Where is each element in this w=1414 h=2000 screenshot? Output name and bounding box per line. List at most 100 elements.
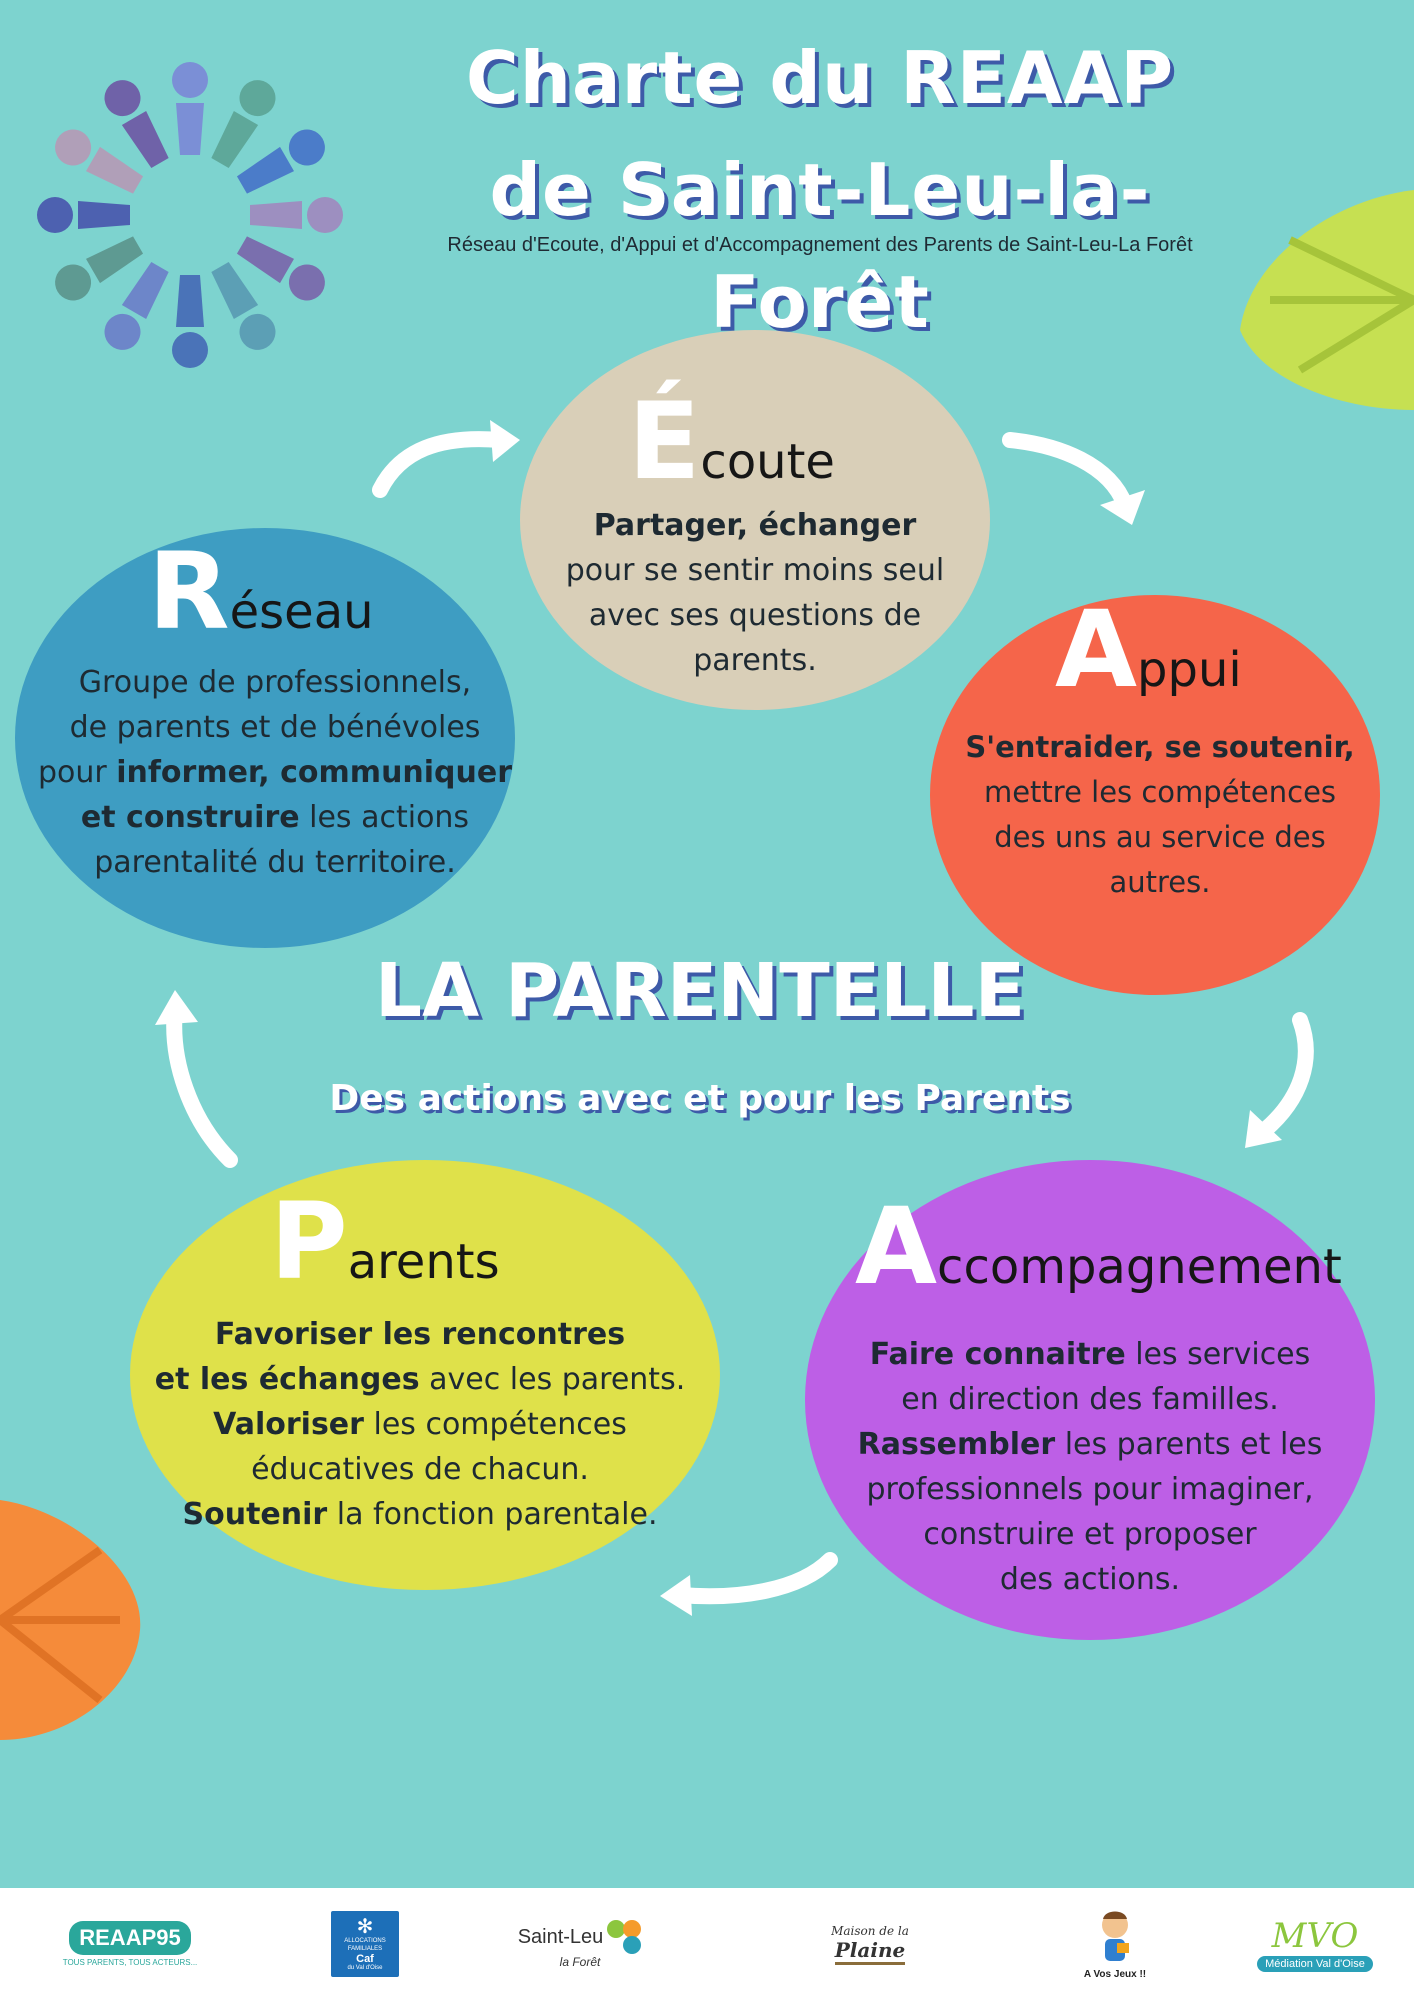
person-figure	[104, 261, 169, 350]
saint-leu-leaves-icon	[607, 1920, 642, 1954]
ecoute-line-2: pour se sentir moins seul	[565, 553, 945, 588]
reseau-line-3a: pour	[37, 755, 117, 790]
person-figure	[172, 62, 208, 155]
maison-line-2: Plaine	[834, 1938, 906, 1965]
person-figure	[211, 261, 276, 350]
appui-text: S'entraider, se soutenir, mettre les com…	[950, 725, 1370, 905]
reseau-line-2: de parents et de bénévoles	[69, 710, 481, 745]
accompagnement-line-1b: les services	[1125, 1337, 1311, 1372]
accompagnement-line-3a: Rassembler	[857, 1427, 1056, 1462]
person-figure	[236, 129, 325, 194]
accompagnement-line-4: professionnels pour imaginer,	[866, 1472, 1314, 1507]
arrow-accompagnement-to-parents-icon	[672, 1552, 838, 1605]
parents-line-2a: et les échanges	[154, 1362, 420, 1397]
person-figure	[236, 236, 325, 301]
parents-line-2b: avec les parents.	[419, 1362, 686, 1397]
accompagnement-circle	[805, 1160, 1375, 1640]
appui-initial: A	[1055, 588, 1138, 711]
caf-badge: ✻ ALLOCATIONS FAMILIALES Caf du Val d'Oi…	[331, 1911, 399, 1977]
mvo-text: MVO	[1271, 1916, 1359, 1956]
accompagnement-initial: A	[855, 1185, 938, 1308]
reseau-line-4b: les actions	[299, 800, 470, 835]
caf-line-2: Caf	[356, 1953, 374, 1965]
person-figure	[250, 197, 343, 233]
person-figure	[55, 129, 144, 194]
accompagnement-text: Faire connaitre les services en directio…	[825, 1332, 1355, 1602]
arrow-appui-to-accompagnement-icon	[1257, 1012, 1314, 1138]
a-vos-jeux-logo[interactable]: A Vos Jeux !!	[1070, 1888, 1160, 2000]
reseau-heading: Réseau	[148, 530, 374, 653]
reseau-line-5: parentalité du territoire.	[94, 845, 456, 880]
maison-de-la-plaine-logo[interactable]: Maison de la Plaine	[820, 1888, 920, 2000]
reaap95-logo[interactable]: REAAP95 TOUS PARENTS, TOUS ACTEURS...	[60, 1888, 200, 2000]
accompagnement-line-2: en direction des familles.	[901, 1382, 1279, 1417]
ecoute-line-3: avec ses questions de	[588, 598, 922, 633]
parents-line-4: éducatives de chacun.	[251, 1452, 589, 1487]
appui-line-2: mettre les compétences	[983, 775, 1337, 809]
reseau-circle	[15, 528, 515, 948]
green-leaf-icon	[1240, 190, 1414, 410]
arrow-reseau-to-ecoute-icon	[372, 431, 508, 498]
accompagnement-heading: Accompagnement	[855, 1185, 1342, 1308]
parents-initial: P	[270, 1180, 348, 1303]
accompagnement-line-3b: les parents et les	[1055, 1427, 1323, 1462]
parents-line-3b: les compétences	[363, 1407, 627, 1442]
accompagnement-line-1a: Faire connaitre	[869, 1337, 1126, 1372]
caf-line-3: du Val d'Oise	[347, 1965, 383, 1971]
parents-line-5a: Soutenir	[182, 1497, 328, 1532]
maison-line-1: Maison de la	[831, 1923, 909, 1938]
people-circle-icon	[37, 62, 343, 368]
saint-leu-text: Saint-Leu	[517, 1925, 604, 1948]
parents-line-5b: la fonction parentale.	[327, 1497, 658, 1532]
reaap95-tagline: TOUS PARENTS, TOUS ACTEURS...	[62, 1958, 198, 1967]
partner-logos-footer: REAAP95 TOUS PARENTS, TOUS ACTEURS... ✻ …	[0, 1888, 1414, 2000]
reseau-line-1: Groupe de professionnels,	[78, 665, 472, 700]
ecoute-heading: Écoute	[628, 380, 835, 503]
reseau-line-4a: et construire	[80, 800, 300, 835]
reseau-heading-rest: éseau	[229, 584, 374, 640]
mvo-logo[interactable]: MVO Médiation Val d'Oise	[1250, 1888, 1380, 2000]
person-figure	[104, 80, 169, 169]
ecoute-line-1: Partager, échanger	[593, 508, 917, 543]
ecoute-circle	[520, 330, 990, 710]
appui-heading: Appui	[1055, 588, 1242, 711]
title-line-1: Charte du REAAP	[465, 36, 1175, 120]
parents-line-1: Favoriser les rencontres	[214, 1317, 626, 1352]
parents-heading: Parents	[270, 1180, 500, 1303]
ecoute-line-4: parents.	[693, 643, 817, 678]
accompagnement-line-5: construire et proposer	[923, 1517, 1257, 1552]
saint-leu-logo-row: Saint-Leu	[518, 1919, 643, 1955]
saint-leu-script: la Forêt	[559, 1955, 601, 1969]
person-figure	[211, 80, 276, 169]
ecoute-text: Partager, échanger pour se sentir moins …	[530, 503, 980, 683]
person-figure	[37, 197, 130, 233]
parents-text: Favoriser les rencontres et les échanges…	[140, 1312, 700, 1537]
appui-heading-rest: ppui	[1137, 642, 1242, 698]
appui-line-4: autres.	[1109, 865, 1211, 899]
a-vos-jeux-text: A Vos Jeux !!	[1083, 1968, 1147, 1980]
appui-circle	[930, 595, 1380, 995]
orange-leaf-icon	[0, 1500, 141, 1740]
character-mascot-icon	[1102, 1911, 1129, 1961]
accompagnement-line-6: des actions.	[999, 1562, 1181, 1597]
saint-leu-logo[interactable]: Saint-Leu la Forêt	[515, 1888, 645, 2000]
person-figure	[55, 236, 144, 301]
cycle-arrows	[155, 420, 1314, 1616]
caf-emblem-icon: ✻	[356, 1916, 374, 1938]
reseau-text: Groupe de professionnels, de parents et …	[25, 660, 525, 885]
mvo-subtitle: Médiation Val d'Oise	[1257, 1956, 1373, 1972]
caf-line-1: ALLOCATIONS FAMILIALES	[344, 1938, 386, 1952]
parents-heading-rest: arents	[347, 1234, 500, 1290]
page-subtitle: Réseau d'Ecoute, d'Appui et d'Accompagne…	[447, 234, 1193, 256]
arrow-ecoute-to-appui-icon	[1002, 432, 1133, 513]
reseau-line-3b: informer, communiquer	[116, 755, 513, 790]
appui-line-1: S'entraider, se soutenir,	[965, 730, 1355, 764]
person-figure	[172, 275, 208, 368]
caf-logo[interactable]: ✻ ALLOCATIONS FAMILIALES Caf du Val d'Oi…	[320, 1888, 410, 2000]
parentelle-tagline: Des actions avec et pour les Parents	[329, 1078, 1071, 1119]
parentelle-title: LA PARENTELLE	[374, 948, 1026, 1034]
ecoute-initial: É	[628, 380, 701, 503]
reaap95-logo-text: REAAP95	[69, 1921, 191, 1955]
appui-line-3: des uns au service des	[994, 820, 1326, 854]
